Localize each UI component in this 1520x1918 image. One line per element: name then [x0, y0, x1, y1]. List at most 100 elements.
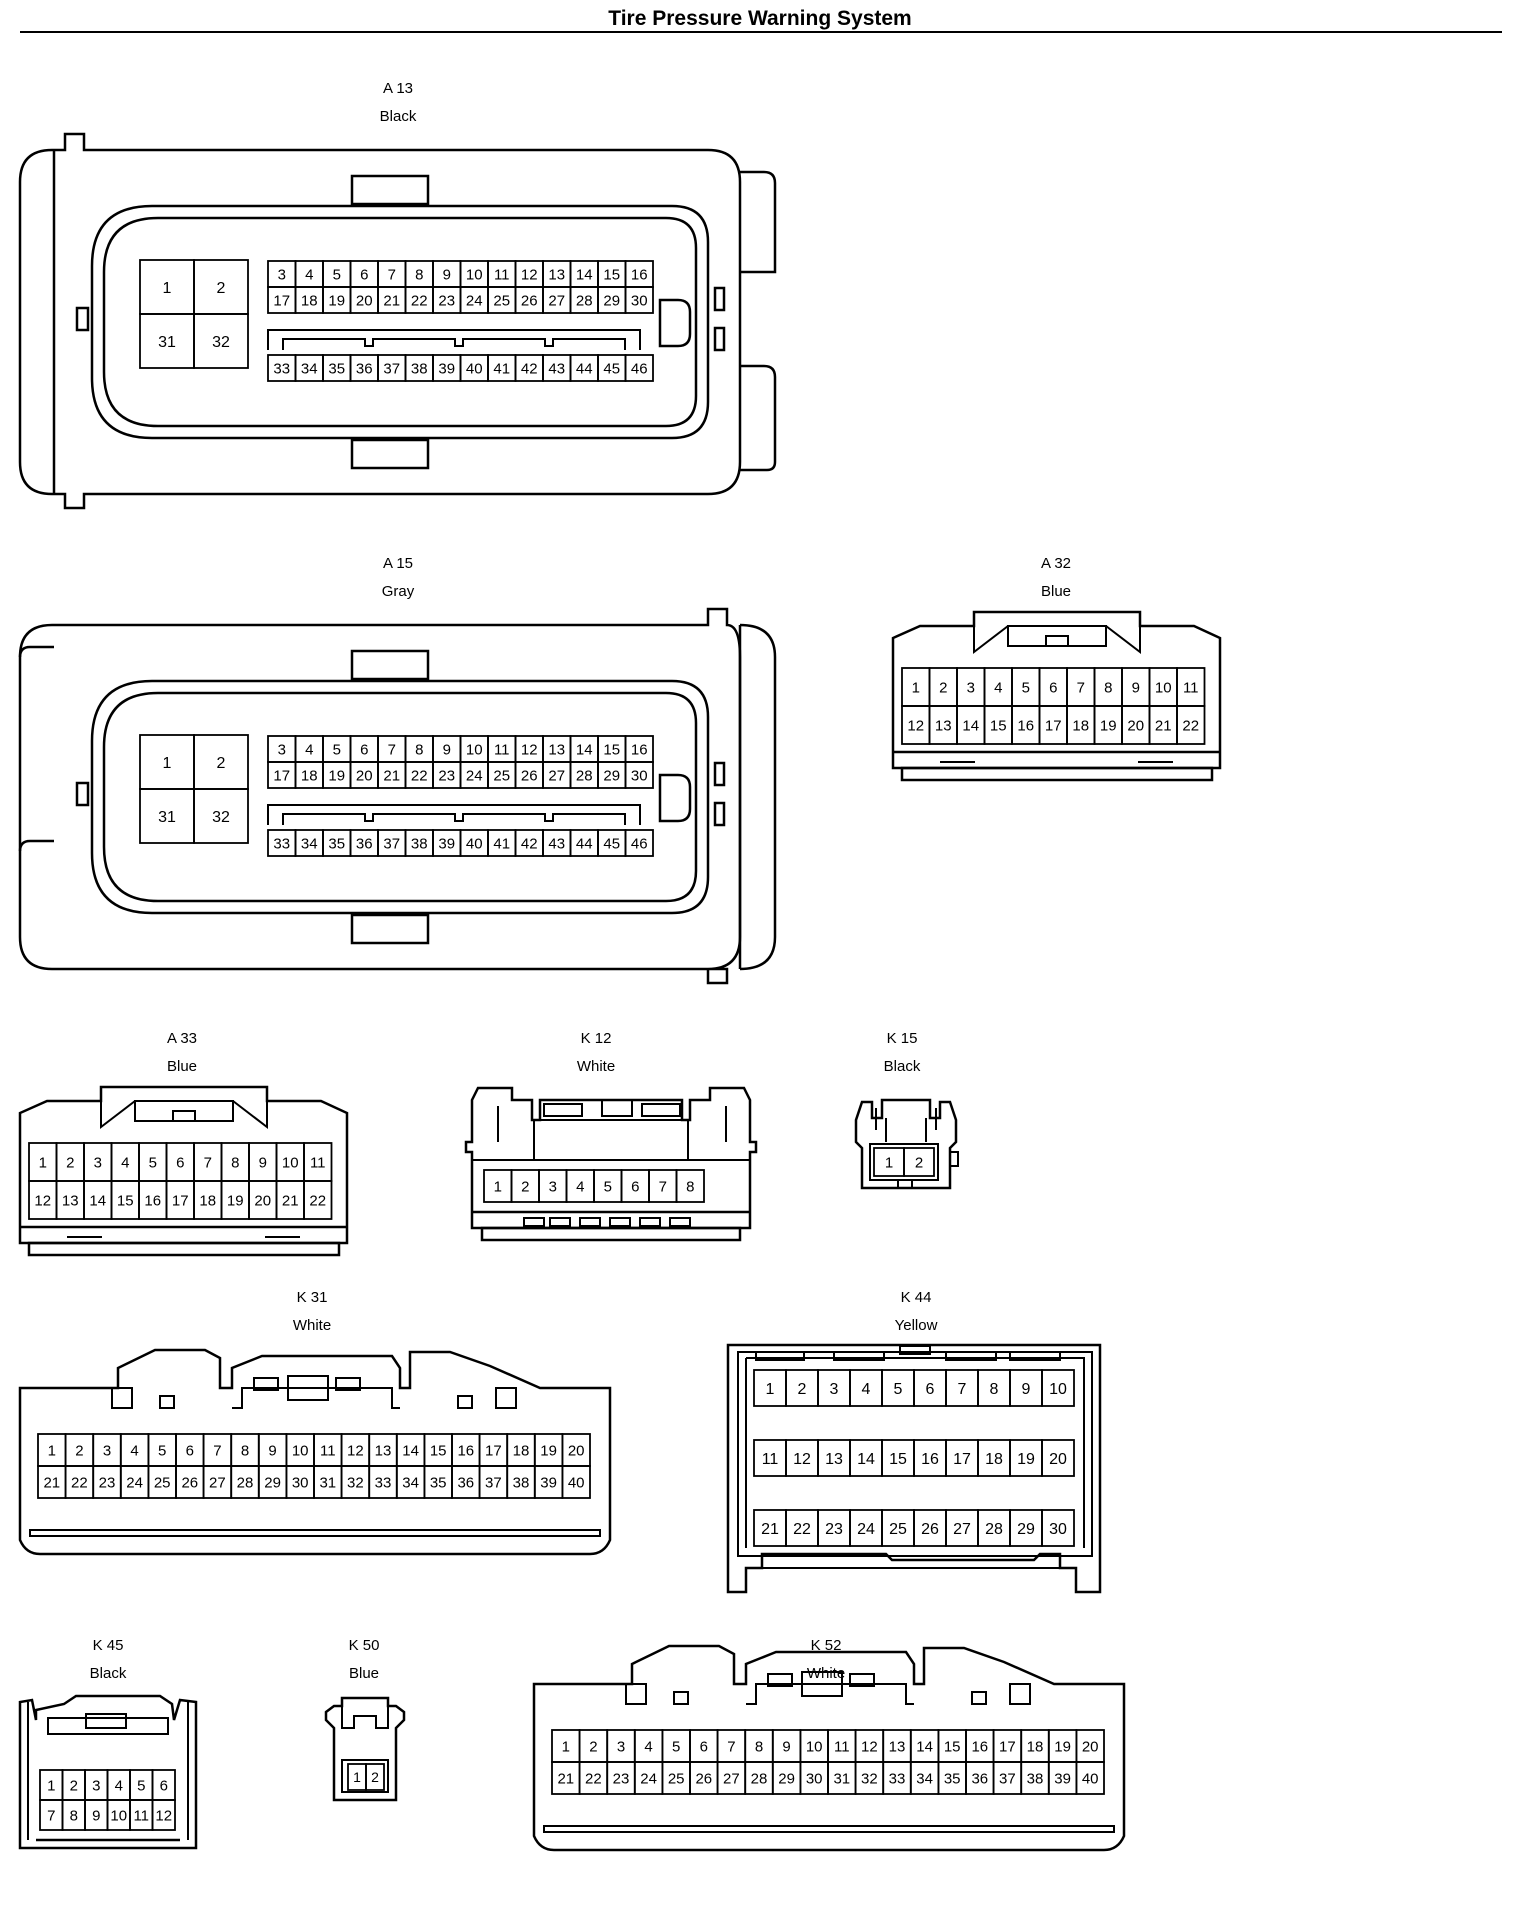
a33-pin-label-6: 6: [176, 1154, 184, 1171]
a32-pin-label-1: 1: [912, 679, 920, 696]
a13-pin-label-30: 30: [631, 292, 648, 309]
a13-pin-label-8: 8: [415, 266, 423, 283]
k31-pin-label-7: 7: [213, 1442, 221, 1459]
a32-pin-label-11: 11: [1183, 679, 1199, 696]
a13-pin-label-15: 15: [603, 266, 620, 283]
a33-pin-label-4: 4: [121, 1154, 129, 1171]
k50-pin-2: [365, 1763, 385, 1791]
a13-pin-label-32: 32: [212, 334, 230, 351]
a32-pin-label-10: 10: [1155, 679, 1172, 696]
k44-pin-20: [1041, 1439, 1075, 1477]
a13-pin-label-18: 18: [301, 292, 318, 309]
a33-pin-label-15: 15: [117, 1192, 134, 1209]
a15-pin-32: [193, 788, 249, 844]
k44-pin-label-22: 22: [793, 1521, 811, 1538]
a15-pin-label-29: 29: [603, 767, 620, 784]
a33-pin-label-14: 14: [89, 1192, 106, 1209]
a15-pin-label-31: 31: [158, 809, 176, 826]
a13-pin-label-17: 17: [273, 292, 290, 309]
a15-pin-label-46: 46: [631, 835, 648, 852]
k52-pin-label-24: 24: [640, 1770, 657, 1787]
a15-pin-label-14: 14: [576, 741, 593, 758]
a13-pin-label-13: 13: [548, 266, 565, 283]
k31-pin-label-19: 19: [540, 1442, 557, 1459]
a13-pin-label-21: 21: [383, 292, 400, 309]
k44-pin-label-23: 23: [825, 1521, 843, 1538]
a13-pin-46: [624, 354, 654, 382]
k52-pin-40: [1075, 1761, 1105, 1795]
a32-pin-label-20: 20: [1127, 717, 1144, 734]
k31-pin-label-12: 12: [347, 1442, 364, 1459]
k44-pin-label-18: 18: [985, 1451, 1003, 1468]
k12-pin-label-2: 2: [521, 1178, 529, 1195]
k31-pin-label-13: 13: [375, 1442, 392, 1459]
connector-color-k31: White: [293, 1317, 331, 1334]
connector-color-a32: Blue: [1041, 583, 1071, 600]
k45-pin-label-9: 9: [92, 1807, 100, 1824]
page-title: Tire Pressure Warning System: [608, 7, 911, 30]
k52-pin-label-23: 23: [613, 1770, 630, 1787]
k44-pin-label-12: 12: [793, 1451, 811, 1468]
k45-pin-label-12: 12: [155, 1807, 172, 1824]
k45-pin-label-5: 5: [137, 1777, 145, 1794]
k31-pin-label-38: 38: [513, 1474, 530, 1491]
k52-pin-label-17: 17: [999, 1738, 1016, 1755]
connector-k45: [18, 1694, 198, 1850]
k52-pin-label-31: 31: [833, 1770, 850, 1787]
k44-pin-label-7: 7: [958, 1381, 967, 1398]
k52-pin-label-1: 1: [562, 1738, 570, 1755]
k45-pin-label-3: 3: [92, 1777, 100, 1794]
connector-k52: [532, 1644, 1126, 1852]
a15-pin-label-38: 38: [411, 835, 428, 852]
a15-pin-label-18: 18: [301, 767, 318, 784]
k50-pin-label-2: 2: [371, 1769, 379, 1785]
k52-pin-label-9: 9: [782, 1738, 790, 1755]
k52-pin-label-27: 27: [723, 1770, 740, 1787]
a15-pin-label-44: 44: [576, 835, 593, 852]
a33-pin-label-10: 10: [282, 1154, 299, 1171]
a32-pin-label-16: 16: [1017, 717, 1034, 734]
a13-pin-label-6: 6: [360, 266, 368, 283]
a15-pin-label-40: 40: [466, 835, 483, 852]
k44-pin-label-1: 1: [766, 1381, 775, 1398]
a32-pin-label-14: 14: [962, 717, 979, 734]
a13-pin-label-16: 16: [631, 266, 648, 283]
a15-pin-30: [624, 761, 654, 789]
k44-pin-label-6: 6: [926, 1381, 935, 1398]
a15-pin-label-25: 25: [493, 767, 510, 784]
k52-pin-label-20: 20: [1082, 1738, 1099, 1755]
a33-pin-label-11: 11: [310, 1154, 326, 1171]
a13-pin-label-12: 12: [521, 266, 538, 283]
k44-pin-label-24: 24: [857, 1521, 875, 1538]
connector-color-a15: Gray: [382, 583, 415, 600]
k12-pin-label-3: 3: [549, 1178, 557, 1195]
connector-color-k15: Black: [884, 1058, 921, 1075]
connector-code-a32: A 32: [1041, 555, 1071, 572]
a13-pin-label-42: 42: [521, 360, 538, 377]
a13-pin-label-40: 40: [466, 360, 483, 377]
k44-pin-label-10: 10: [1049, 1381, 1067, 1398]
a15-pin-label-10: 10: [466, 741, 483, 758]
a15-pin-label-13: 13: [548, 741, 565, 758]
a15-pin-label-34: 34: [301, 835, 318, 852]
k31-pin-label-29: 29: [264, 1474, 281, 1491]
k44-pin-label-5: 5: [894, 1381, 903, 1398]
a33-pin-label-18: 18: [199, 1192, 216, 1209]
a32-pin-label-12: 12: [907, 717, 924, 734]
a33-pin-label-20: 20: [254, 1192, 271, 1209]
k31-pin-label-8: 8: [241, 1442, 249, 1459]
a13-pin-32: [193, 313, 249, 369]
k31-pin-label-36: 36: [457, 1474, 474, 1491]
k31-pin-label-18: 18: [513, 1442, 530, 1459]
k44-pin-label-30: 30: [1049, 1521, 1067, 1538]
connector-k44: [726, 1343, 1102, 1594]
a13-pin-label-3: 3: [278, 266, 286, 283]
k50-pin-label-1: 1: [353, 1769, 361, 1785]
k52-pin-label-14: 14: [916, 1738, 933, 1755]
k31-pin-label-28: 28: [237, 1474, 254, 1491]
k52-pin-label-7: 7: [727, 1738, 735, 1755]
a13-pin-label-26: 26: [521, 292, 538, 309]
k31-pin-label-25: 25: [154, 1474, 171, 1491]
k31-pin-label-27: 27: [209, 1474, 226, 1491]
k31-pin-label-6: 6: [186, 1442, 194, 1459]
